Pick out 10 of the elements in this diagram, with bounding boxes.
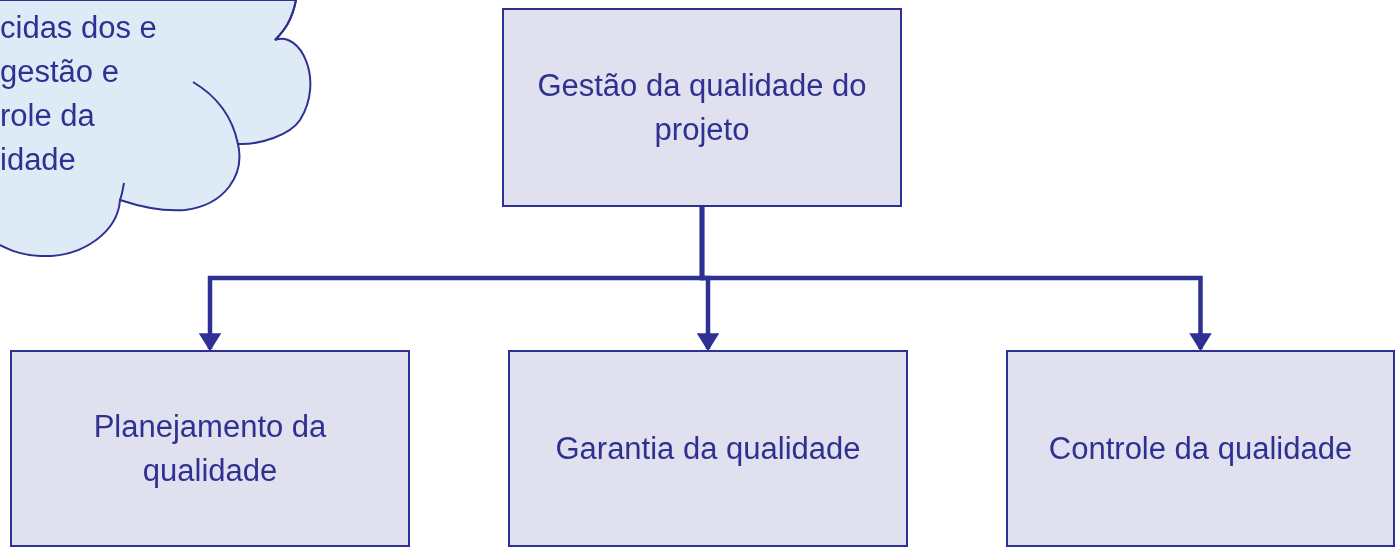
box-label: Controle da qualidade [1048,429,1353,468]
box-label: Gestão da qualidade do projeto [536,66,868,149]
arrow [699,207,1212,352]
box-label: Garantia da qualidade [555,429,861,468]
box-label: Planejamento da qualidade [92,407,328,490]
cloud-text: cidas dos e gestão e role da idade [0,9,158,179]
process-box [502,8,902,207]
process-box [508,350,908,547]
process-box [1006,350,1395,547]
process-box [10,350,410,547]
